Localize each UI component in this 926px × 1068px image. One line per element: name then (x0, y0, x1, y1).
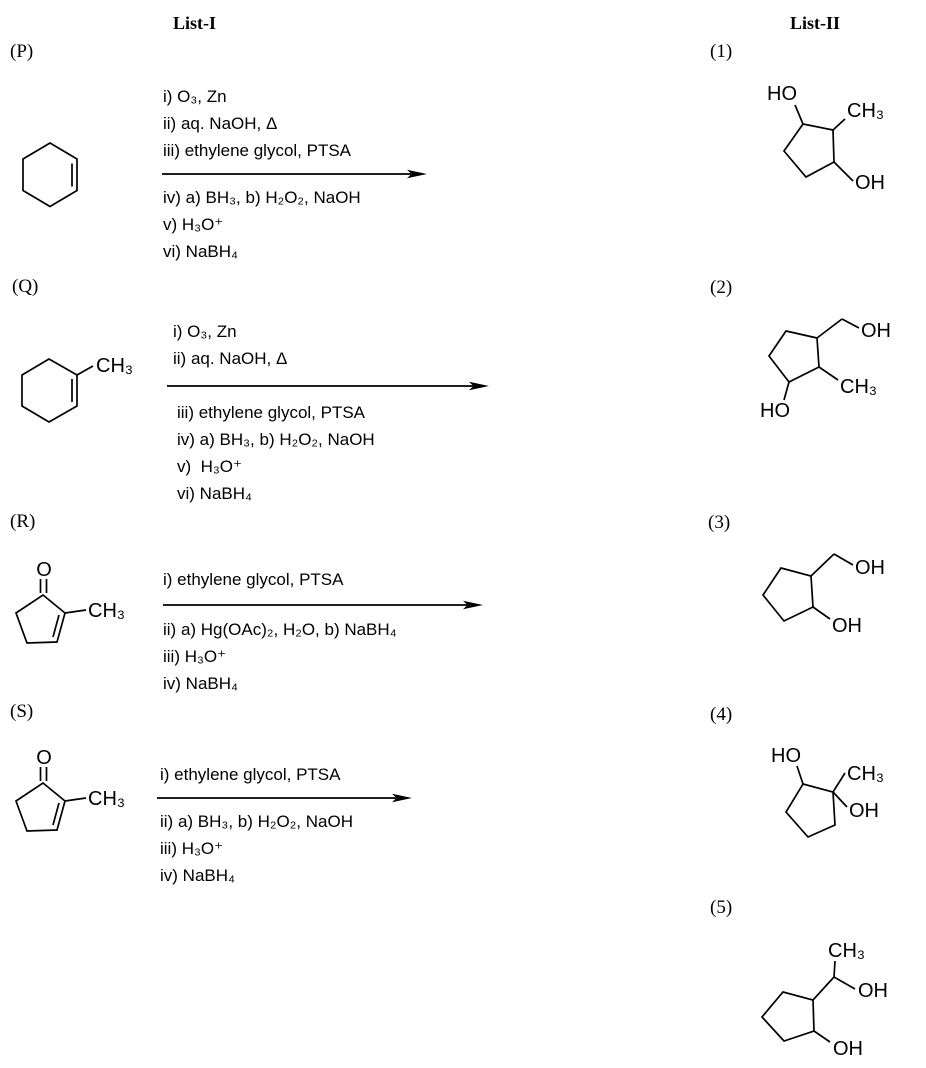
reagents-below-R: ii) a) Hg(OAc)₂, H₂O, b) NaBH₄ iii) H₃O⁺… (163, 616, 397, 697)
atom-label-hydroxyl: OH (855, 172, 885, 194)
list2-title: List-II (790, 13, 841, 33)
atom-label-hydroxyl: OH (855, 557, 885, 579)
reagent-line: i) ethylene glycol, PTSA (160, 765, 341, 784)
product-label-3: (3) (708, 512, 731, 533)
reagent-line: i) O₃, Zn (163, 87, 227, 106)
reagent-line: iv) a) BH₃, b) H₂O₂, NaOH (163, 188, 361, 207)
reagents-below-Q: iii) ethylene glycol, PTSA iv) a) BH₃, b… (177, 399, 375, 507)
reagent-line: ii) a) BH₃, b) H₂O₂, NaOH (160, 812, 353, 831)
atom-label-hydroxyl: HO (760, 400, 790, 422)
reagent-line: v) H₃O⁺ (163, 215, 224, 234)
reagents-above-Q: i) O₃, Zn ii) aq. NaOH, Δ (173, 318, 287, 372)
atom-label-methyl: CH₃ (828, 940, 865, 962)
reagent-line: ii) a) Hg(OAc)₂, H₂O, b) NaBH₄ (163, 620, 397, 639)
reagents-below-P: iv) a) BH₃, b) H₂O₂, NaOH v) H₃O⁺ vi) Na… (163, 184, 361, 265)
atom-label-hydroxyl: HO (767, 83, 797, 105)
atom-label-hydroxyl: OH (832, 615, 862, 637)
reagents-below-S: ii) a) BH₃, b) H₂O₂, NaOH iii) H₃O⁺ iv) … (160, 808, 353, 889)
atom-label-methyl: CH₃ (840, 376, 877, 398)
row-label-S: (S) (10, 701, 34, 722)
reaction-arrow (157, 793, 412, 803)
molecule-1-methylcyclohexene: CH₃ (21, 355, 133, 423)
atom-label-hydroxyl: OH (849, 800, 879, 822)
reagent-line: vi) NaBH₄ (163, 242, 238, 261)
reagent-line: i) O₃, Zn (173, 322, 237, 341)
molecule-2-1-hydroxyethylcyclopentanol: CH₃ OH OH (760, 940, 888, 1060)
reagent-line: v) H₃O⁺ (177, 457, 243, 476)
row-label-Q: (Q) (12, 276, 39, 297)
reaction-arrow (167, 381, 489, 391)
product-label-1: (1) (710, 41, 733, 62)
atom-label-hydroxyl: HO (771, 745, 801, 767)
list1-title: List-I (173, 13, 217, 33)
product-label-2: (2) (710, 277, 733, 298)
reagents-above-P: i) O₃, Zn ii) aq. NaOH, Δ iii) ethylene … (163, 83, 351, 164)
row-label-R: (R) (10, 511, 36, 532)
atom-label-carbonyl-O: O (36, 559, 52, 581)
molecule-cyclohexene (22, 142, 78, 208)
reagents-above-S: i) ethylene glycol, PTSA (160, 761, 340, 788)
atom-label-methyl: CH₃ (847, 100, 884, 122)
reagent-line: iv) NaBH₄ (163, 674, 238, 693)
molecule-2-methylcyclopentane-1-3-diol: HO CH₃ OH (767, 83, 885, 194)
atom-label-hydroxyl: OH (858, 980, 888, 1002)
atom-label-methyl: CH₃ (88, 788, 125, 810)
reagent-line: iii) ethylene glycol, PTSA (177, 403, 366, 422)
row-label-P: (P) (10, 41, 34, 62)
reagent-line: iii) H₃O⁺ (163, 647, 227, 666)
reagent-line: ii) aq. NaOH, Δ (163, 114, 278, 133)
reagent-line: iv) a) BH₃, b) H₂O₂, NaOH (177, 430, 375, 449)
reagent-line: iv) NaBH₄ (160, 866, 235, 885)
product-label-5: (5) (710, 897, 733, 918)
reagent-line: iii) ethylene glycol, PTSA (163, 141, 352, 160)
reaction-arrow (163, 600, 483, 610)
molecule-2-methylcyclopentenone: O CH₃ (14, 747, 125, 832)
reagents-above-R: i) ethylene glycol, PTSA (163, 566, 343, 593)
atom-label-carbonyl-O: O (36, 747, 52, 769)
atom-label-hydroxyl: OH (861, 320, 891, 342)
atom-label-methyl: CH₃ (847, 763, 884, 785)
reaction-arrow (162, 169, 427, 179)
reagent-line: iii) H₃O⁺ (160, 839, 224, 858)
molecule-2-methylcyclopentenone: O CH₃ (14, 559, 125, 644)
atom-label-methyl: CH₃ (88, 600, 125, 622)
molecule-1-methylcyclopentane-1-2-diol: HO CH₃ OH (771, 745, 884, 839)
atom-label-hydroxyl: OH (833, 1038, 863, 1060)
reagent-line: i) ethylene glycol, PTSA (163, 570, 344, 589)
reagent-line: vi) NaBH₄ (177, 484, 252, 503)
reagent-line: ii) aq. NaOH, Δ (173, 349, 288, 368)
product-label-4: (4) (710, 704, 733, 725)
molecule-2-hydroxymethylcyclopentanol: OH OH (761, 553, 885, 637)
atom-label-methyl: CH₃ (96, 355, 133, 377)
molecule-3-hydroxymethyl-2-methylcyclopentanol: OH CH₃ HO (760, 318, 891, 422)
